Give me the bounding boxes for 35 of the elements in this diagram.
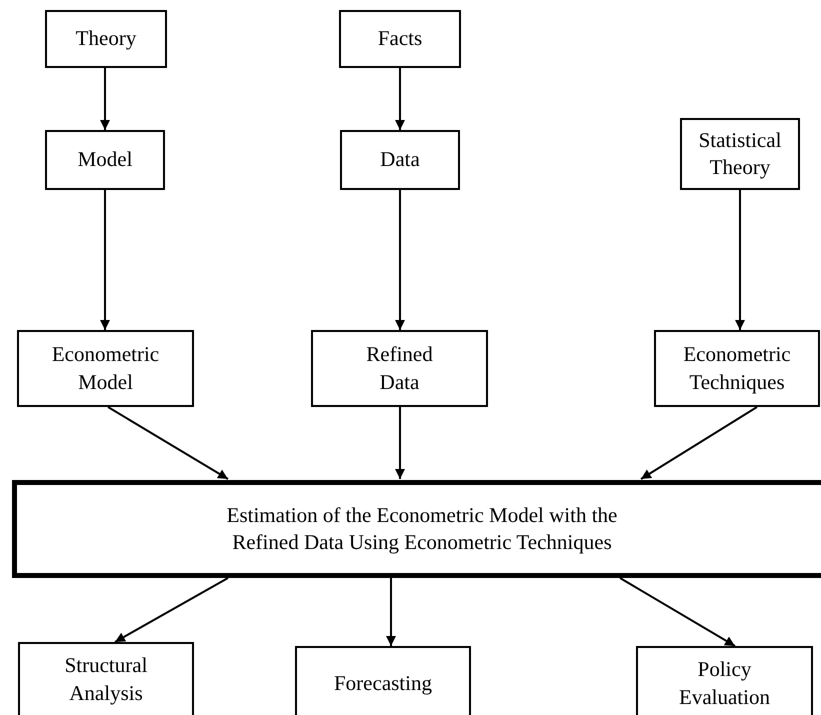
box-label: Statistical Theory bbox=[698, 126, 782, 181]
process-box bbox=[311, 330, 488, 407]
process-box bbox=[340, 130, 460, 190]
arrow bbox=[640, 406, 758, 480]
box-label: Policy Evaluation bbox=[678, 656, 771, 710]
process-box bbox=[339, 10, 461, 68]
process-box bbox=[680, 118, 800, 190]
arrow bbox=[395, 190, 405, 330]
arrow bbox=[735, 190, 745, 330]
process-box bbox=[636, 646, 813, 715]
process-box bbox=[45, 130, 165, 190]
process-box bbox=[45, 10, 167, 68]
process-box bbox=[17, 330, 194, 407]
box-label: Forecasting bbox=[334, 670, 432, 697]
box-label: Econometric Model bbox=[50, 341, 160, 396]
process-box bbox=[12, 480, 821, 578]
box-label: Refined Data bbox=[365, 341, 434, 396]
process-box bbox=[654, 330, 820, 407]
arrow bbox=[100, 68, 110, 130]
arrow bbox=[100, 190, 110, 330]
arrow bbox=[386, 578, 396, 646]
arrow bbox=[107, 406, 229, 480]
box-label: Facts bbox=[378, 25, 422, 52]
box-label: Theory bbox=[76, 25, 136, 52]
process-box bbox=[295, 646, 471, 715]
arrow bbox=[620, 577, 736, 647]
box-label: Data bbox=[380, 146, 420, 174]
arrow bbox=[395, 407, 405, 479]
box-label: Econometric Techniques bbox=[682, 341, 792, 396]
box-label: Model bbox=[78, 146, 132, 174]
arrow bbox=[114, 577, 228, 643]
box-label: Structural Analysis bbox=[64, 652, 148, 706]
process-box bbox=[18, 642, 194, 715]
arrow bbox=[395, 68, 405, 130]
box-label: Estimation of the Econometric Model with the Refined Data Using Econometric Techniques bbox=[226, 502, 618, 556]
